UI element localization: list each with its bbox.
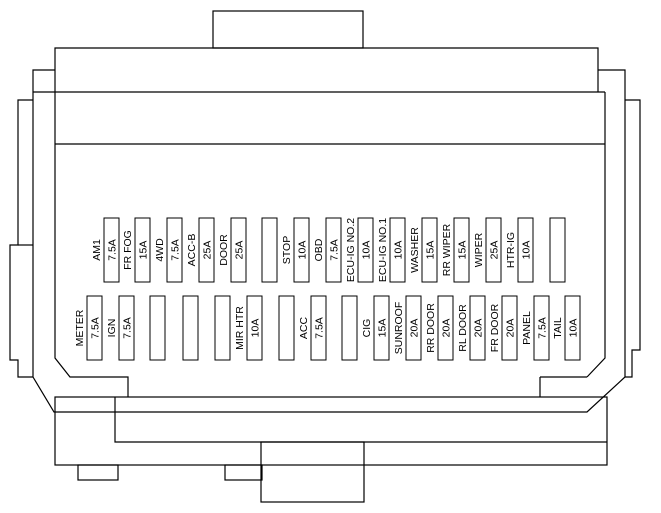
lower_row-fuse-name: CIG bbox=[361, 319, 373, 338]
lower_row-fuse-amperage: 7.5A bbox=[90, 317, 102, 339]
lower_row-fuse-slot bbox=[564, 295, 581, 361]
lower_row-fuse-name: PANEL bbox=[521, 311, 533, 345]
upper_row-fuse-slot bbox=[198, 217, 215, 283]
upper_row-fuse-name: WIPER bbox=[473, 232, 485, 267]
bottom-tab bbox=[260, 441, 365, 503]
upper_row-fuse-name: RR WIPER bbox=[441, 223, 453, 276]
lower_row-fuse-name: TAIL bbox=[552, 317, 564, 339]
upper_row-fuse-name: OBD bbox=[313, 238, 325, 261]
top-tab bbox=[212, 10, 364, 49]
upper_row-fuse-name: ECU-IG NO.2 bbox=[345, 218, 357, 282]
upper_row-fuse-amperage: 15A bbox=[425, 241, 437, 260]
lower_row-fuse-amperage: 10A bbox=[568, 319, 580, 338]
upper_row-fuse-amperage: 7.5A bbox=[329, 239, 341, 261]
upper_row-fuse-amperage: 10A bbox=[393, 241, 405, 260]
lower_row-fuse-name: SUNROOF bbox=[393, 302, 405, 355]
upper_row-fuse-slot bbox=[166, 217, 183, 283]
lower_row-empty-slot bbox=[341, 295, 358, 361]
upper_row-fuse-amperage: 25A bbox=[489, 241, 501, 260]
lower_row-fuse-slot bbox=[437, 295, 454, 361]
upper_row-fuse-name: WASHER bbox=[409, 227, 421, 273]
lower_row-fuse-slot bbox=[405, 295, 422, 361]
upper_row-fuse-slot bbox=[293, 217, 310, 283]
bottom-section bbox=[54, 396, 608, 466]
upper_row-fuse-slot bbox=[389, 217, 406, 283]
upper_row-fuse-slot bbox=[261, 217, 278, 283]
lower_row-fuse-amperage: 20A bbox=[441, 319, 453, 338]
lower_row-fuse-amperage: 20A bbox=[505, 319, 517, 338]
lower_row-fuse-name: FR DOOR bbox=[489, 303, 501, 352]
upper_row-fuse-name: AM1 bbox=[91, 239, 103, 261]
upper_row-fuse-name: FR FOG bbox=[122, 230, 134, 270]
upper_row-fuse-amperage: 10A bbox=[361, 241, 373, 260]
upper_row-fuse-name: 4WD bbox=[154, 238, 166, 262]
lower_row-fuse-name: MIR HTR bbox=[234, 306, 246, 350]
upper_row-fuse-slot bbox=[453, 217, 470, 283]
lower_row-fuse-name: IGN bbox=[106, 319, 118, 338]
right-ear bbox=[625, 99, 641, 378]
lower_row-fuse-amperage: 20A bbox=[473, 319, 485, 338]
lower_row-fuse-slot bbox=[118, 295, 135, 361]
lower_row-fuse-slot bbox=[310, 295, 327, 361]
lower_row-fuse-slot bbox=[86, 295, 103, 361]
lower_row-fuse-slot bbox=[182, 295, 199, 361]
upper_row-fuse-name: ACC-B bbox=[186, 234, 198, 267]
lower_row-fuse-name: RR DOOR bbox=[425, 303, 437, 353]
lower_row-empty-slot bbox=[278, 295, 295, 361]
lower_row-fuse-slot bbox=[533, 295, 550, 361]
upper_row-fuse-amperage: 15A bbox=[138, 241, 150, 260]
lower_row-fuse-amperage: 7.5A bbox=[122, 317, 134, 339]
upper_row-fuse-slot bbox=[485, 217, 502, 283]
lower_row-fuse-amperage: 20A bbox=[409, 319, 421, 338]
lower_row-empty-slot bbox=[214, 295, 231, 361]
lower_row-fuse-slot bbox=[469, 295, 486, 361]
upper_row-fuse-amperage: 15A bbox=[457, 241, 469, 260]
upper_row-fuse-amperage: 10A bbox=[297, 241, 309, 260]
lower_row-fuse-amperage: 15A bbox=[377, 319, 389, 338]
lower_row-fuse-amperage: 10A bbox=[250, 319, 262, 338]
upper_row-fuse-slot bbox=[134, 217, 151, 283]
lower_row-fuse-amperage: 7.5A bbox=[314, 317, 326, 339]
lower_row-fuse-name: ACC bbox=[298, 316, 310, 339]
left-ear bbox=[9, 99, 33, 378]
upper_row-fuse-slot bbox=[549, 217, 566, 283]
upper_row-fuse-amperage: 7.5A bbox=[170, 239, 182, 261]
upper_row-fuse-name: ECU-IG NO.1 bbox=[377, 218, 389, 282]
upper_row-fuse-amperage: 25A bbox=[234, 241, 246, 260]
lower_row-fuse-name: METER bbox=[74, 309, 86, 346]
lower_row-fuse-slot bbox=[373, 295, 390, 361]
upper_row-fuse-amperage: 25A bbox=[202, 241, 214, 260]
lower_row-fuse-slot bbox=[246, 295, 263, 361]
fuse-box-housing bbox=[9, 10, 641, 503]
lower_row-fuse-slot bbox=[149, 295, 166, 361]
upper_row-fuse-name: HTR-IG bbox=[505, 232, 517, 268]
top-band bbox=[54, 47, 599, 92]
upper_row-fuse-amperage: 7.5A bbox=[107, 239, 119, 261]
upper_row-fuse-slot bbox=[103, 217, 120, 283]
lower_row-fuse-slot bbox=[501, 295, 518, 361]
upper_row-fuse-slot bbox=[357, 217, 374, 283]
lower_row-fuse-name: RL DOOR bbox=[457, 304, 469, 352]
upper_row-fuse-name: DOOR bbox=[218, 234, 230, 266]
upper_row-fuse-slot bbox=[325, 217, 342, 283]
upper_row-fuse-slot bbox=[230, 217, 247, 283]
upper_row-fuse-amperage: 10A bbox=[521, 241, 533, 260]
upper_row-fuse-slot bbox=[517, 217, 534, 283]
upper_row-fuse-slot bbox=[421, 217, 438, 283]
inner-panel bbox=[54, 144, 606, 397]
upper_row-fuse-name: STOP bbox=[281, 236, 293, 264]
lower_row-fuse-amperage: 7.5A bbox=[537, 317, 549, 339]
